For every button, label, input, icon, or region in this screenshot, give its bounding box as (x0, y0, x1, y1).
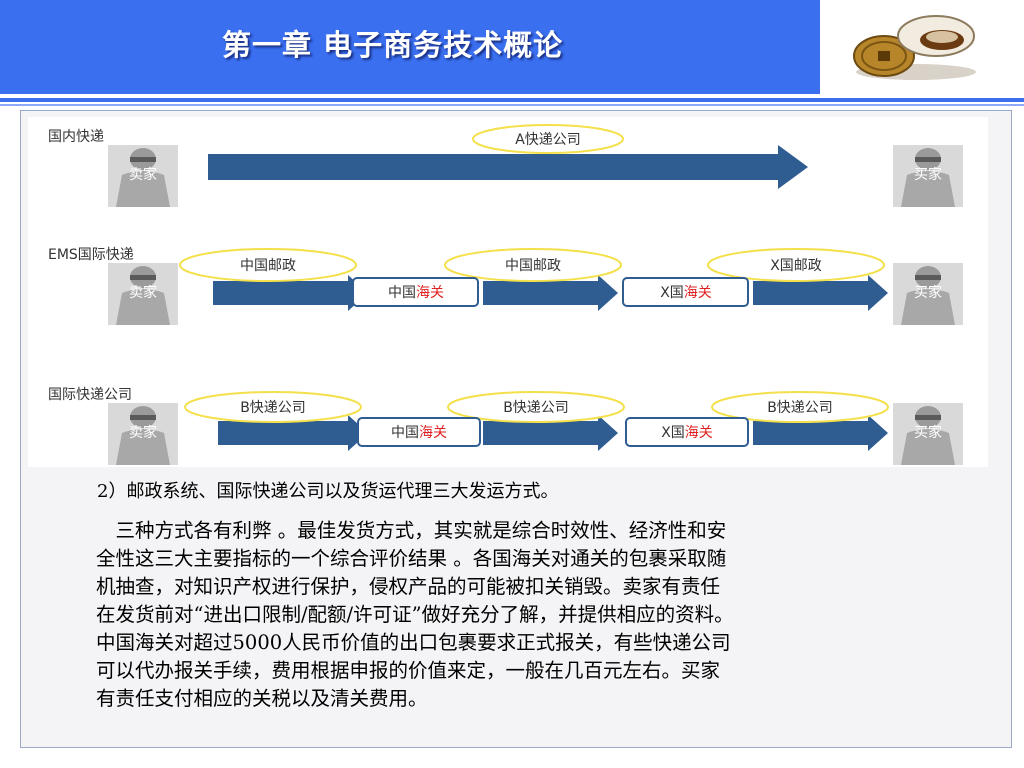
buyer-avatar: 买家 (893, 263, 963, 325)
seller-label: 卖家 (129, 424, 157, 441)
header-bar: 第一章 电子商务技术概论 (0, 0, 820, 94)
customs-prefix: 中国 (391, 425, 419, 441)
customs-highlight: 海关 (419, 425, 447, 441)
buyer-label: 买家 (914, 424, 942, 441)
customs-prefix: X国 (660, 285, 684, 301)
row-label-domestic: 国内快递 (48, 129, 104, 145)
paragraph-line: 全性这三大主要指标的一个综合评价结果 。各国海关对通关的包裹采取随 (96, 545, 966, 573)
customs-prefix: X国 (661, 425, 685, 441)
seller-label: 卖家 (129, 284, 157, 301)
seller-avatar: 卖家 (108, 263, 178, 325)
row-label-international-courier: 国际快递公司 (48, 387, 132, 403)
customs-label: 中国海关 (388, 285, 444, 301)
carrier-label: A快递公司 (515, 132, 581, 148)
paragraph-line: 机抽查，对知识产权进行保护，侵权产品的可能被扣关销毁。卖家有责任 (96, 573, 966, 601)
paragraph-line: 三种方式各有利弊 。最佳发货方式，其实就是综合时效性、经济性和安 (96, 517, 966, 545)
customs-label: X国海关 (661, 425, 713, 441)
coins-logo-icon (846, 6, 986, 84)
customs-label: X国海关 (660, 285, 712, 301)
seller-avatar: 卖家 (108, 403, 178, 465)
carrier-label: B快递公司 (503, 400, 569, 416)
carrier-label: B快递公司 (767, 400, 833, 416)
carrier-label: B快递公司 (240, 400, 306, 416)
paragraph-line: 有责任支付相应的关税以及清关费用。 (96, 685, 966, 713)
paragraph-line: 中国海关对超过5000人民币价值的出口包裹要求正式报关，有些快递公司 (96, 629, 966, 657)
buyer-avatar: 买家 (893, 403, 963, 465)
buyer-label: 买家 (914, 166, 942, 183)
customs-label: 中国海关 (391, 425, 447, 441)
seller-avatar: 卖家 (108, 145, 178, 207)
customs-highlight: 海关 (684, 285, 712, 301)
customs-highlight: 海关 (685, 425, 713, 441)
customs-prefix: 中国 (388, 285, 416, 301)
row-label-ems: EMS国际快递 (48, 247, 134, 263)
carrier-label: X国邮政 (770, 258, 822, 274)
carrier-label: 中国邮政 (505, 258, 561, 274)
page-title: 第一章 电子商务技术概论 (222, 22, 563, 64)
paragraph-line: 可以代办报关手续，费用根据申报的价值来定，一般在几百元左右。买家 (96, 657, 966, 685)
seller-label: 卖家 (129, 166, 157, 183)
shipping-methods-diagram: 国内快递 卖家 A快递公司 买家 EMS国际快递 卖家 中国邮政 中国邮政 X国… (28, 117, 988, 467)
header-divider (0, 98, 1024, 102)
carrier-label: 中国邮政 (240, 258, 296, 274)
paragraph-line: 在发货前对“进出口限制/配额/许可证”做好充分了解，并提供相应的资料。 (96, 601, 966, 629)
buyer-avatar: 买家 (893, 145, 963, 207)
customs-highlight: 海关 (416, 285, 444, 301)
body-paragraph: 三种方式各有利弊 。最佳发货方式，其实就是综合时效性、经济性和安 全性这三大主要… (96, 517, 966, 713)
header-divider-thin (0, 104, 1024, 106)
section-caption: 2）邮政系统、国际快递公司以及货运代理三大发运方式。 (97, 477, 558, 503)
buyer-label: 买家 (914, 284, 942, 301)
